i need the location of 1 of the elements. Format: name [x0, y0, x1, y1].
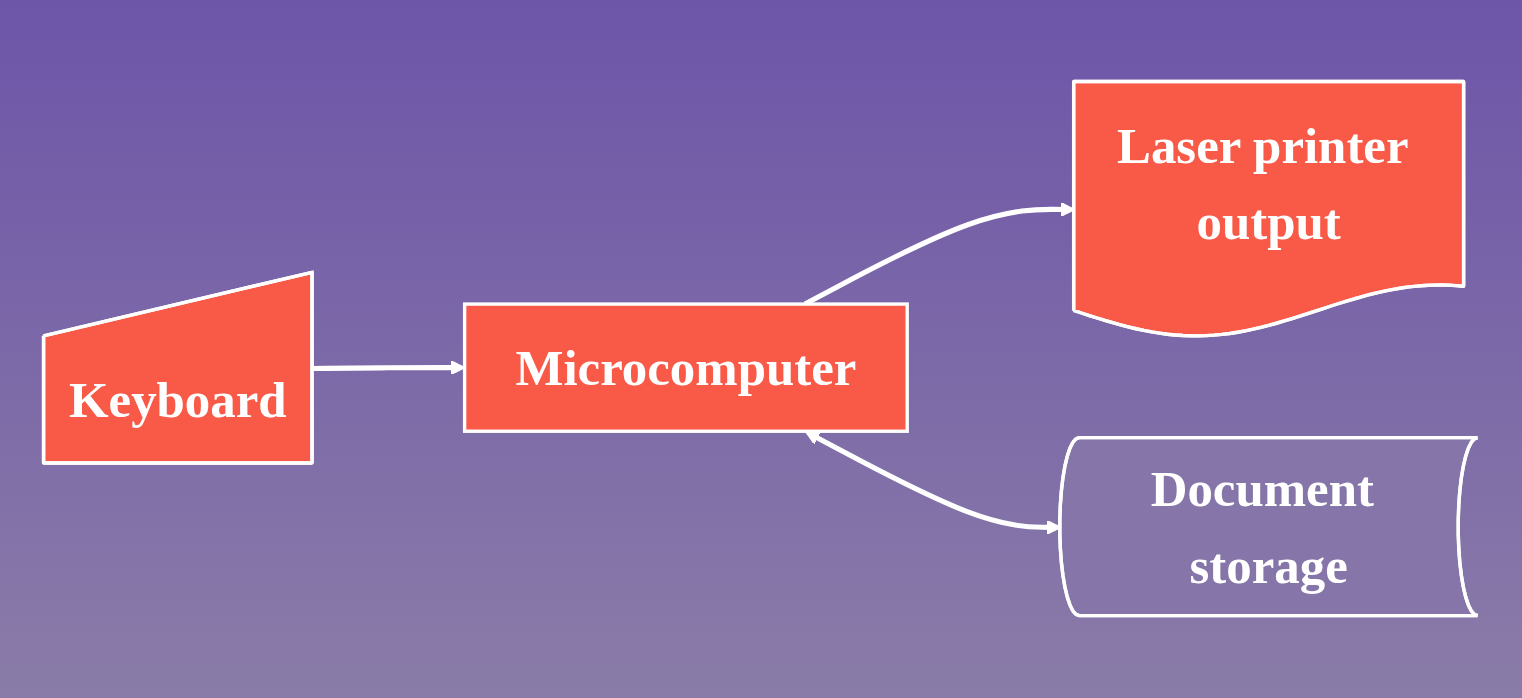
- node-box: Microcomputer: [463, 302, 910, 434]
